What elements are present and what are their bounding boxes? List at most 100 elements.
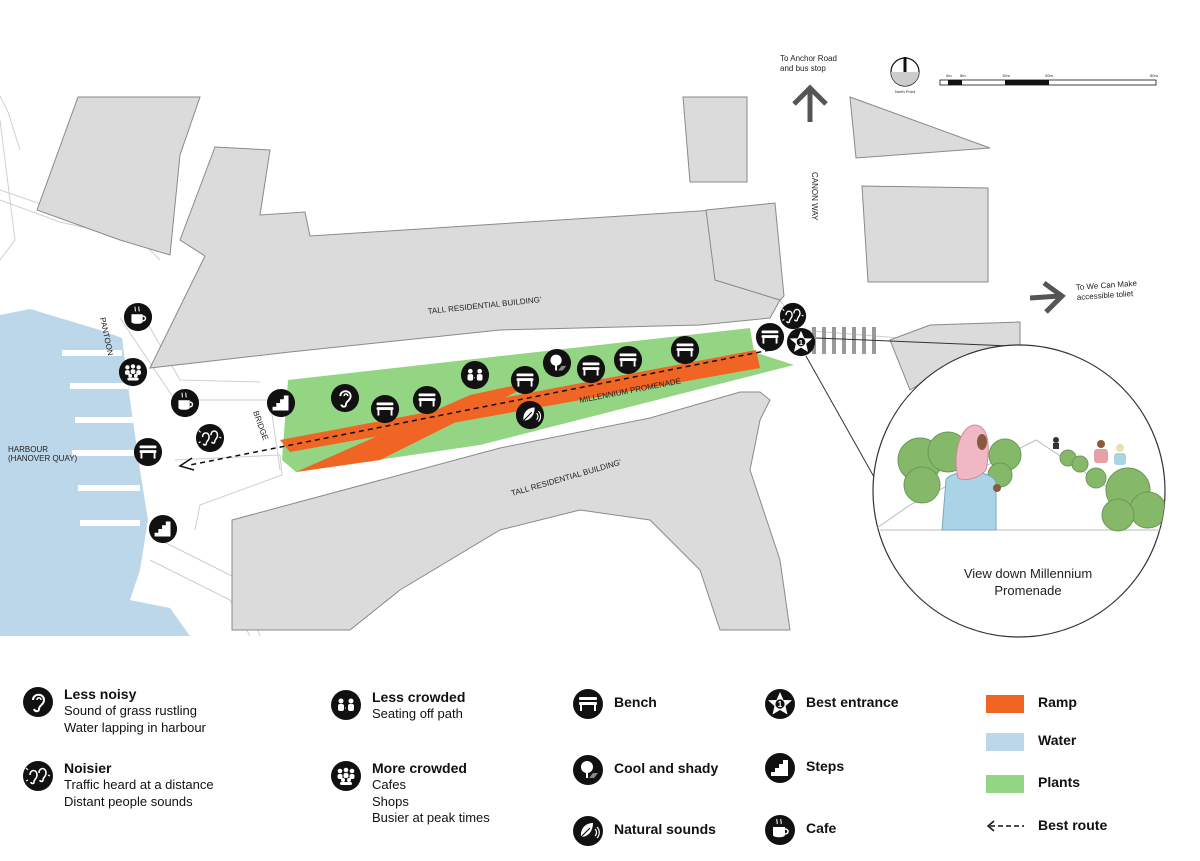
two-people-icon [330, 689, 362, 721]
scale-0m: 0m [946, 73, 952, 78]
legend-natural-sounds: Natural sounds [572, 815, 716, 847]
crowd-icon [331, 761, 361, 791]
inset-people-bench [1053, 437, 1126, 465]
steps-icon [266, 388, 296, 418]
callout-line-top [815, 337, 1011, 347]
legend-water: Water [986, 732, 1076, 751]
inset-person [941, 424, 1001, 531]
crowd-icon [118, 357, 148, 387]
noisier-line: Traffic heard at a distance [64, 777, 214, 792]
scale-5m: 5m [960, 73, 966, 78]
scale-20m: 20m [1045, 73, 1053, 78]
ramp-diagonal [296, 380, 540, 472]
best-route-title: Best route [1038, 817, 1108, 833]
legend-plants: Plants [986, 774, 1080, 793]
less-noisy-title: Less noisy [64, 686, 137, 702]
scale-bar: 0m 5m 10m 20m 50m [939, 73, 1158, 86]
pontoon-fingers [62, 350, 140, 526]
harbour-water [0, 309, 190, 636]
legend-bench: Bench [572, 688, 657, 720]
bench-icon [573, 689, 603, 719]
natural-sounds-title: Natural sounds [614, 821, 716, 837]
bench-icon [576, 354, 606, 384]
scale-10m: 10m [1002, 73, 1010, 78]
view-inset: View down Millennium Promenade [872, 344, 1166, 638]
buildings [36, 96, 1021, 631]
plants-title: Plants [1038, 774, 1081, 790]
noisier-title: Noisier [64, 760, 112, 776]
bus-stop-label: and bus stop [780, 64, 826, 73]
noise-ears-icon [22, 760, 54, 792]
harbour-label: HARBOUR [8, 445, 48, 454]
leaf-sound-icon [515, 400, 545, 430]
water-swatch [986, 733, 1024, 751]
toilet-label: accessible toliet [1077, 289, 1135, 302]
steps-icon [148, 514, 178, 544]
bench-icon [510, 365, 540, 395]
ear-icon [22, 686, 54, 718]
canon-way-label: CANON WAY [810, 172, 819, 221]
best-entrance-title: Best entrance [806, 694, 899, 710]
cafe-icon [123, 302, 153, 332]
legend-cafe: Cafe [764, 814, 836, 846]
legend-steps: Steps [764, 752, 844, 784]
cafe-icon [170, 388, 200, 418]
north-label: North Point [895, 89, 916, 94]
arrow-east [1029, 280, 1066, 314]
bench-icon [755, 322, 785, 352]
water-title: Water [1038, 732, 1077, 748]
legend-noisier: Noisier Traffic heard at a distance Dist… [22, 760, 214, 810]
view-caption-line2: Promenade [994, 583, 1061, 598]
leaf-sound-icon [572, 815, 604, 847]
star-icon [786, 327, 816, 357]
inset-trees [897, 431, 1165, 532]
bench-icon [412, 385, 442, 415]
bench-title: Bench [614, 694, 657, 710]
cafe-title: Cafe [806, 820, 837, 836]
bench-icon [613, 345, 643, 375]
tree-icon [542, 348, 572, 378]
star-icon [765, 689, 795, 719]
legend-ramp: Ramp [986, 694, 1077, 713]
scale-50m: 50m [1150, 73, 1158, 78]
we-can-make-label: To We Can Make [1076, 279, 1138, 292]
noisier-line: Distant people sounds [64, 793, 193, 809]
legend-cool-shady: Cool and shady [572, 754, 718, 786]
legend-more-crowded: More crowded Cafes Shops Busier at peak … [330, 760, 490, 827]
ramp-title: Ramp [1038, 694, 1077, 710]
crossing-stripes [812, 327, 876, 354]
tree-icon [573, 755, 603, 785]
more-crowded-line: Shops [372, 793, 409, 809]
more-crowded-title: More crowded [372, 760, 467, 776]
best-route-arrowhead [178, 457, 195, 471]
less-crowded-line: Seating off path [372, 706, 463, 721]
steps-icon [765, 753, 795, 783]
view-caption-line1: View down Millennium [964, 566, 1092, 581]
more-crowded-line: Cafes [372, 777, 406, 792]
legend-best-entrance: Best entrance [764, 688, 899, 720]
north-point: North Point [890, 57, 920, 94]
arrow-north [792, 84, 828, 122]
bench-icon [670, 335, 700, 365]
less-crowded-title: Less crowded [372, 689, 466, 705]
hanover-quay-label: (HANOVER QUAY) [8, 454, 78, 463]
less-noisy-line: Water lapping in harbour [64, 719, 206, 735]
cafe-cup-icon [764, 814, 796, 846]
tall-residential-building-south [231, 391, 791, 631]
legend-less-crowded: Less crowded Seating off path [330, 689, 465, 723]
bench-icon [133, 437, 163, 467]
anchor-road-label: To Anchor Road [780, 54, 837, 63]
bench-icon [370, 394, 400, 424]
more-crowded-line: Busier at peak times [372, 810, 490, 825]
ramp-swatch [986, 695, 1024, 713]
cool-shady-title: Cool and shady [614, 760, 719, 776]
two-people-icon [460, 360, 490, 390]
noise-ears-icon [195, 423, 225, 453]
legend-best-route: Best route [986, 817, 1108, 834]
bridge-label: BRIDGE [251, 410, 270, 442]
dashed-arrow-icon [986, 820, 1024, 832]
ear-icon [330, 383, 360, 413]
tall-residential-building-north [149, 146, 781, 369]
noise-ears-icon [779, 302, 807, 330]
